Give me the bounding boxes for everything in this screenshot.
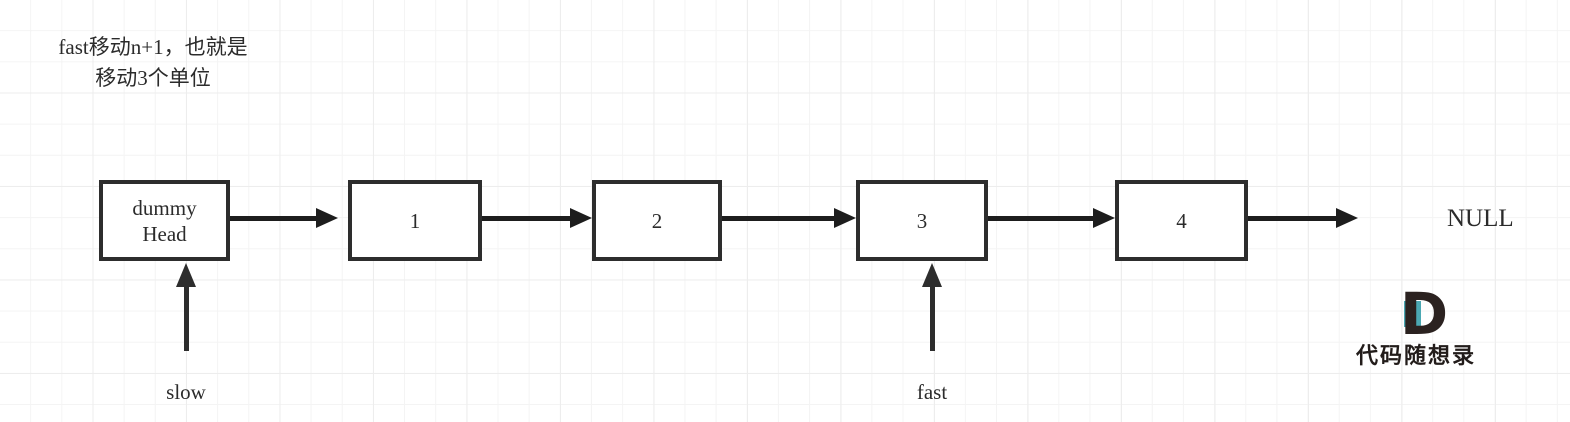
next-arrow-3-to-4	[988, 208, 1115, 228]
list-node-label: 2	[651, 208, 663, 233]
next-arrow-dummy-to-1	[230, 208, 338, 228]
arrow-head-icon	[834, 208, 856, 228]
arrow-head-icon	[570, 208, 592, 228]
logo-mark: D	[1350, 280, 1480, 348]
null-terminator-label: NULL	[1447, 205, 1514, 232]
logo-wordmark: 代码随想录	[1355, 344, 1476, 369]
list-node-label: 3	[916, 208, 928, 233]
arrow-shaft	[722, 216, 836, 221]
list-node-2: 2	[592, 180, 722, 261]
next-arrow-1-to-2	[482, 208, 592, 228]
list-node-label: 4	[1176, 208, 1187, 233]
arrow-head-icon	[316, 208, 338, 228]
arrow-head-icon	[176, 263, 196, 287]
arrow-head-icon	[1336, 208, 1358, 228]
fast-pointer-arrow	[922, 263, 942, 351]
list-node-1: 1	[348, 180, 482, 261]
arrow-head-icon	[1093, 208, 1115, 228]
slow-pointer-arrow	[176, 263, 196, 351]
arrow-shaft	[230, 216, 318, 221]
next-arrow-2-to-3	[722, 208, 856, 228]
list-node-4: 4	[1115, 180, 1248, 261]
fast-pointer-label: fast	[916, 380, 948, 404]
arrow-shaft	[930, 285, 935, 351]
list-node-label: 1	[409, 208, 421, 233]
list-node-label: dummy Head	[132, 195, 197, 246]
logo-letter-d-icon: D	[1400, 280, 1448, 348]
arrow-shaft	[184, 285, 189, 351]
arrow-shaft	[482, 216, 572, 221]
diagram-caption: fast移动n+1，也就是 移动3个单位	[58, 35, 248, 90]
slow-pointer-label: slow	[166, 380, 206, 404]
logo-accent-block-icon	[1404, 301, 1421, 327]
arrow-shaft	[988, 216, 1095, 221]
list-node-3: 3	[856, 180, 988, 261]
arrow-head-icon	[922, 263, 942, 287]
next-arrow-4-to-null	[1248, 208, 1358, 228]
watermark-logo: D 代码随想录	[1350, 280, 1480, 373]
list-node-dummy-head: dummy Head	[99, 180, 230, 261]
arrow-shaft	[1248, 216, 1338, 221]
